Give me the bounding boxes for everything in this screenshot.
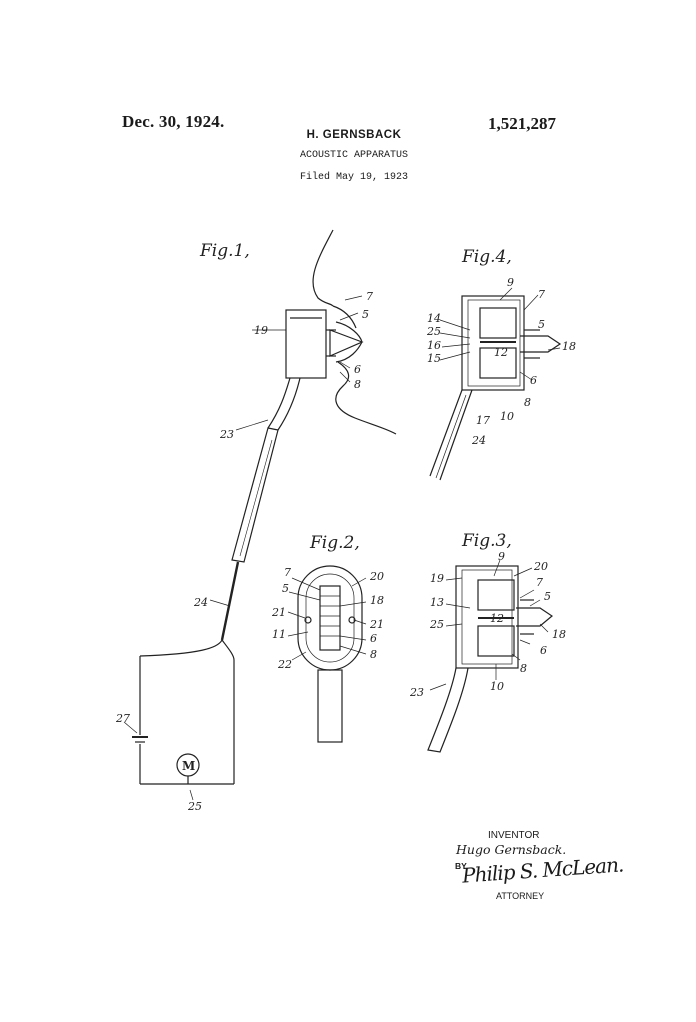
reference-numeral: 19 (430, 572, 444, 585)
reference-numeral: 7 (536, 576, 543, 589)
reference-numeral: 13 (430, 596, 444, 609)
reference-numeral: 20 (533, 560, 548, 573)
inventor-label: INVENTOR (488, 830, 540, 841)
reference-numeral: 5 (544, 590, 551, 603)
fig4-cable (429, 389, 473, 481)
fig4-label: Fig.4, (461, 247, 512, 267)
fig2-slot (319, 585, 341, 651)
reference-numeral: 8 (354, 378, 361, 391)
reference-numeral: 10 (500, 410, 514, 423)
fig1-handle (231, 427, 279, 563)
reference-numeral: 6 (354, 363, 361, 376)
reference-numeral: 22 (277, 658, 292, 671)
reference-numeral: M (182, 759, 195, 773)
reference-numeral: 25 (429, 618, 444, 631)
fig3-handle (427, 667, 469, 753)
fig3-coil-top (477, 579, 515, 611)
reference-numeral: 18 (552, 628, 566, 641)
reference-numeral: 9 (498, 550, 505, 563)
reference-numeral: 5 (282, 582, 289, 595)
patent-number: 1,521,287 (488, 114, 556, 133)
reference-numeral: 18 (370, 594, 384, 607)
mouth-cone (329, 329, 364, 357)
reference-numeral: 12 (494, 346, 508, 359)
figure-1: Fig.1, (115, 229, 397, 813)
reference-numeral: 21 (369, 618, 384, 631)
fig3-housing (455, 565, 519, 669)
reference-numeral: 7 (538, 288, 545, 301)
reference-numeral: 6 (540, 644, 547, 657)
fig2-handle (317, 669, 343, 743)
reference-numeral: 12 (490, 612, 504, 625)
reference-numeral: 24 (471, 434, 486, 447)
reference-numeral: 7 (284, 566, 291, 579)
reference-numeral: 8 (520, 662, 527, 675)
attorney-label: ATTORNEY (496, 891, 545, 901)
figure-3: Fig.3, 9 20 19 7 5 13 12 25 18 6 8 (409, 531, 566, 753)
reference-numeral: 16 (427, 339, 441, 352)
reference-numeral: 20 (369, 570, 384, 583)
reference-numeral: 23 (219, 428, 234, 441)
reference-numeral: 25 (187, 800, 202, 813)
fig1-neck-left (267, 377, 291, 429)
figure-2: Fig.2, 7 20 5 18 21 21 11 6 22 8 (271, 533, 384, 743)
lip-upper (332, 305, 357, 329)
by-label: BY (455, 861, 467, 871)
fig1-cable (220, 561, 240, 641)
reference-numeral: 8 (370, 648, 377, 661)
lip-curve-bottom (335, 341, 363, 363)
reference-numeral: 7 (366, 290, 373, 303)
reference-numeral: 19 (254, 324, 268, 337)
reference-numeral: 14 (427, 312, 441, 325)
fig4-mouthpiece (520, 335, 562, 353)
reference-numeral: 15 (427, 352, 441, 365)
fig4-coil-top (479, 307, 517, 339)
reference-numeral: 17 (476, 414, 490, 427)
reference-numeral: 25 (426, 325, 441, 338)
fig3-label: Fig.3, (461, 531, 512, 551)
reference-numeral: 8 (524, 396, 531, 409)
inventor-signature: Hugo Gernsback. (456, 842, 567, 857)
reference-numeral: 11 (272, 628, 286, 641)
reference-numeral: 23 (409, 686, 424, 699)
inventor-name: H. GERNSBACK (306, 129, 402, 141)
face-profile-upper (312, 229, 334, 307)
patent-title: ACOUSTIC APPARATUS (299, 150, 409, 161)
reference-numeral: 21 (271, 606, 286, 619)
reference-numeral: 9 (507, 276, 514, 289)
reference-numeral: 10 (490, 680, 504, 693)
reference-numeral: 27 (115, 712, 130, 725)
fig1-wire-left (139, 639, 223, 657)
filed-date: Filed May 19, 1923 (299, 172, 409, 183)
fig2-outer-housing (297, 565, 363, 671)
fig4-housing (461, 295, 525, 391)
lip-curve-top (335, 321, 363, 343)
fig1-neck-right (277, 377, 301, 431)
fig3-mouthpiece (516, 607, 554, 627)
fig2-label: Fig.2, (309, 533, 360, 553)
reference-numeral: 6 (530, 374, 537, 387)
reference-numeral: 5 (362, 308, 369, 321)
patent-date: Dec. 30, 1924. (122, 112, 225, 131)
reference-numeral: 6 (370, 632, 377, 645)
fig3-coil-bottom (477, 625, 515, 657)
reference-numeral: 18 (562, 340, 576, 353)
fig1-wire-right (221, 639, 235, 661)
face-profile-lower (335, 361, 397, 435)
fig4-coil-bottom (479, 347, 517, 379)
reference-numeral: 24 (193, 596, 208, 609)
reference-numeral: 5 (538, 318, 545, 331)
fig1-label: Fig.1, (199, 241, 250, 261)
fig1-device-head (285, 309, 327, 379)
figure-4: Fig.4, 9 7 14 25 5 16 12 18 15 6 8 17 10 (426, 247, 576, 481)
